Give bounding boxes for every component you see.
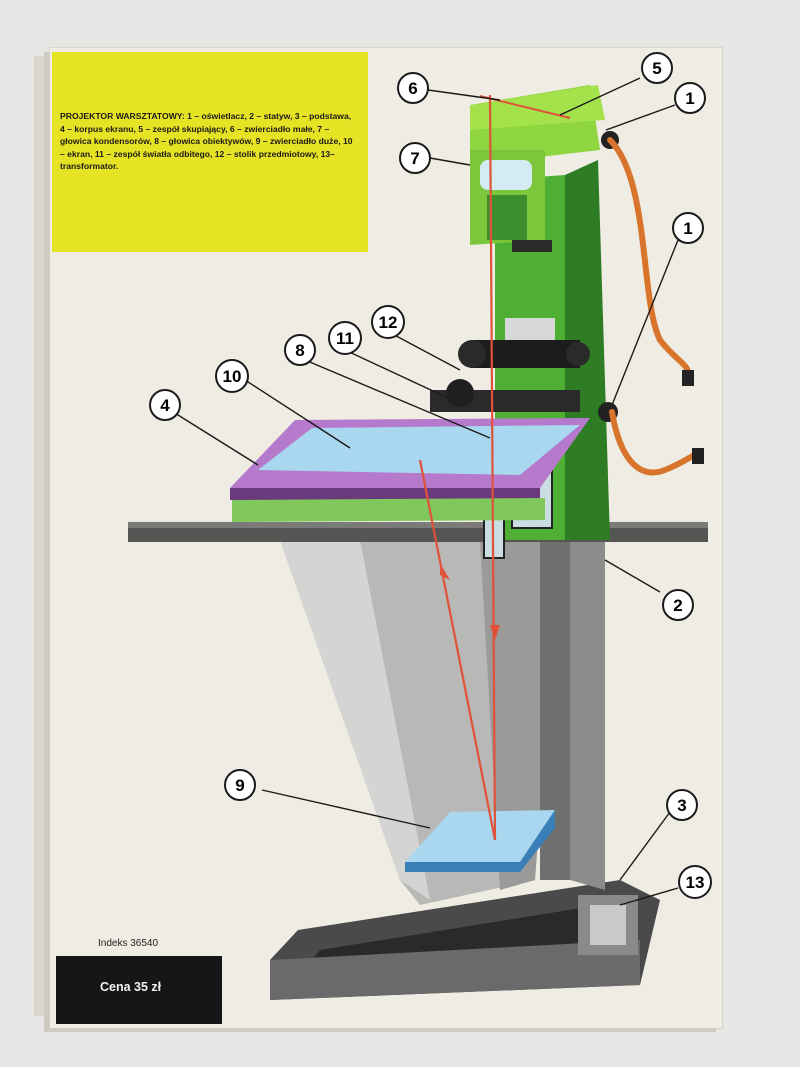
svg-text:9: 9 <box>235 776 244 795</box>
callout-7: 7 <box>399 142 431 174</box>
work-table <box>128 522 708 542</box>
large-mirror <box>405 810 555 872</box>
callout-leader-lines <box>169 77 679 906</box>
projection-screen <box>230 418 590 522</box>
power-cables <box>607 137 701 476</box>
callout-6: 6 <box>397 72 429 104</box>
index-number: Indeks 36540 <box>98 938 159 949</box>
callout-2: 2 <box>662 589 694 621</box>
caption-box <box>52 52 368 252</box>
svg-text:6: 6 <box>408 79 417 98</box>
callout-1-mid: 1 <box>672 212 704 244</box>
price-box <box>56 956 222 1024</box>
callout-13: 13 <box>678 865 712 899</box>
svg-text:12: 12 <box>379 313 398 332</box>
callout-3: 3 <box>666 789 698 821</box>
callout-5: 5 <box>641 52 673 84</box>
price-label: Cena 35 zł <box>100 980 162 994</box>
callout-10: 10 <box>215 359 249 393</box>
svg-text:3: 3 <box>677 796 686 815</box>
callout-9: 9 <box>224 769 256 801</box>
callout-11: 11 <box>328 321 362 355</box>
svg-text:2: 2 <box>673 596 682 615</box>
svg-text:13: 13 <box>686 873 705 892</box>
callout-1-top: 1 <box>674 82 706 114</box>
projector-base <box>270 880 660 1000</box>
svg-text:4: 4 <box>160 396 170 415</box>
svg-text:10: 10 <box>223 367 242 386</box>
stand-column-lower <box>540 540 605 890</box>
svg-text:7: 7 <box>410 149 419 168</box>
svg-text:1: 1 <box>683 219 692 238</box>
svg-text:5: 5 <box>652 59 661 78</box>
callout-4: 4 <box>149 389 181 421</box>
callout-12: 12 <box>371 305 405 339</box>
svg-text:11: 11 <box>336 329 354 348</box>
callout-markers: 6 5 1 7 1 12 11 8 10 4 2 9 3 13 <box>149 52 712 899</box>
svg-text:1: 1 <box>685 89 694 108</box>
caption-heading: PROJEKTOR WARSZTATOWY: <box>60 111 185 121</box>
caption-text: PROJEKTOR WARSZTATOWY: 1 – oświetlacz, 2… <box>60 110 356 173</box>
plug-icons <box>682 370 704 464</box>
svg-text:8: 8 <box>295 341 304 360</box>
caption-body: 1 – oświetlacz, 2 – statyw, 3 – podstawa… <box>60 111 353 172</box>
book-spine <box>34 56 52 1016</box>
projector-green-body <box>430 85 619 540</box>
callout-8: 8 <box>284 334 316 366</box>
light-rays <box>418 94 571 841</box>
